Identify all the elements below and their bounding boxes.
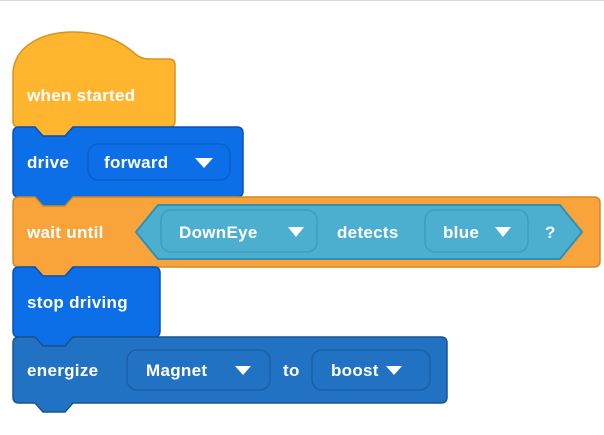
- sensor-value: DownEye: [179, 223, 258, 242]
- detects-boolean-block[interactable]: DownEye detects blue ?: [134, 204, 584, 260]
- drive-direction-dropdown-shape[interactable]: [87, 143, 231, 181]
- magnet-mode-dropdown-shape[interactable]: [311, 349, 431, 391]
- when-started-block[interactable]: when started: [12, 31, 176, 137]
- sensor-dropdown[interactable]: DownEye: [160, 209, 318, 253]
- chevron-down-icon: [235, 366, 251, 375]
- chevron-down-icon: [386, 366, 402, 375]
- stop-driving-block[interactable]: stop driving: [12, 266, 161, 347]
- energize-to-label: to: [283, 361, 300, 380]
- chevron-down-icon: [288, 227, 304, 237]
- when-started-block-shape[interactable]: [12, 31, 176, 137]
- color-dropdown-shape[interactable]: [424, 209, 529, 253]
- magnet-mode-value: boost: [331, 361, 379, 380]
- drive-block[interactable]: drive forward: [12, 126, 244, 207]
- magnet-mode-dropdown[interactable]: boost: [311, 349, 431, 391]
- wait-until-block[interactable]: wait until DownEye detects blue ?: [12, 196, 601, 277]
- when-started-label: when started: [26, 86, 135, 105]
- stop-driving-label: stop driving: [27, 293, 128, 312]
- magnet-device-value: Magnet: [146, 361, 207, 380]
- wait-until-label: wait until: [26, 223, 104, 242]
- magnet-device-dropdown[interactable]: Magnet: [126, 349, 271, 391]
- energize-block[interactable]: energize Magnet to boost: [12, 336, 448, 413]
- chevron-down-icon: [195, 158, 213, 168]
- color-value: blue: [443, 223, 479, 242]
- magnet-device-dropdown-shape[interactable]: [126, 349, 271, 391]
- drive-direction-value: forward: [104, 153, 168, 172]
- color-dropdown[interactable]: blue: [424, 209, 529, 253]
- question-mark-label: ?: [545, 223, 556, 242]
- energize-label: energize: [27, 361, 98, 380]
- chevron-down-icon: [495, 227, 511, 237]
- drive-label: drive: [27, 153, 69, 172]
- drive-direction-dropdown[interactable]: forward: [87, 143, 231, 181]
- sensor-dropdown-shape[interactable]: [160, 209, 318, 253]
- detects-label: detects: [337, 223, 399, 242]
